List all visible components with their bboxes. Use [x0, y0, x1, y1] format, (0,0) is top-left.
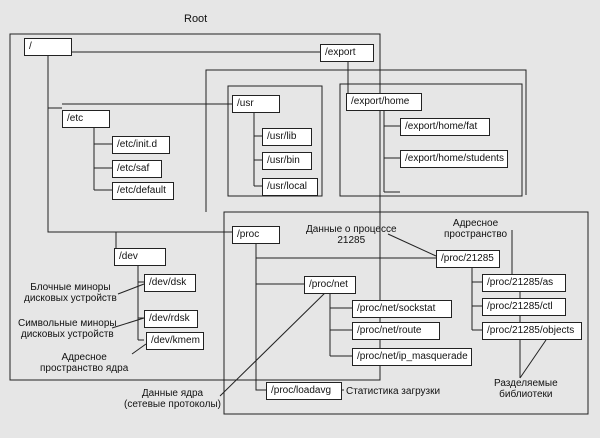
pointer-kernel-data — [219, 287, 331, 397]
pointer-kernel-as — [131, 343, 147, 355]
node-root: / — [24, 38, 72, 56]
annotation-shared-libs: Разделяемые библиотеки — [494, 378, 558, 400]
annotation-block-minors: Блочные миноры дисковых устройств — [24, 282, 117, 304]
node-proc-loadavg: /proc/loadavg — [266, 382, 342, 400]
annotation-kernel-data: Данные ядра (сетевые протоколы) — [124, 388, 221, 410]
node-export-home-fat: /export/home/fat — [400, 118, 490, 136]
usr-frame — [227, 85, 323, 197]
node-dev: /dev — [114, 248, 166, 266]
node-etc-default: /etc/default — [112, 182, 174, 200]
node-proc-pid-ctl: /proc/21285/ctl — [482, 298, 566, 316]
export-home-frame — [339, 83, 523, 197]
node-etc-init: /etc/init.d — [112, 136, 170, 154]
node-proc-net-sockstat: /proc/net/sockstat — [352, 300, 452, 318]
node-proc-net: /proc/net — [304, 276, 356, 294]
node-dev-rdsk: /dev/rdsk — [144, 310, 198, 328]
node-export-home-students: /export/home/students — [400, 150, 508, 168]
node-usr: /usr — [232, 95, 280, 113]
node-proc-net-ipmasq: /proc/net/ip_masquerade — [352, 348, 472, 366]
node-dev-dsk: /dev/dsk — [144, 274, 196, 292]
root-trunk — [47, 52, 232, 233]
node-usr-lib: /usr/lib — [262, 128, 312, 146]
annotation-load-stats: Статистика загрузки — [346, 386, 441, 397]
node-proc-pid-objects: /proc/21285/objects — [482, 322, 582, 340]
node-dev-kmem: /dev/kmem — [146, 332, 204, 350]
node-proc-pid: /proc/21285 — [436, 250, 500, 268]
node-etc: /etc — [62, 110, 110, 128]
node-proc: /proc — [232, 226, 280, 244]
diagram-title: Root — [184, 13, 208, 25]
node-etc-saf: /etc/saf — [112, 160, 162, 178]
export-frame — [205, 69, 527, 212]
proc-frame — [223, 211, 589, 415]
pointer-process-data — [387, 233, 437, 257]
pointer-char-minors — [111, 317, 145, 329]
node-proc-pid-as: /proc/21285/as — [482, 274, 566, 292]
node-export: /export — [320, 44, 374, 62]
annotation-process-data: Данные о процессе 21285 — [306, 224, 397, 246]
annotation-kernel-address-space: Адресное пространство ядра — [40, 352, 129, 374]
annotation-char-minors: Символьные миноры дисковых устройств — [18, 318, 117, 340]
pointer-block-minors — [117, 283, 145, 295]
root-frame — [9, 33, 381, 381]
node-proc-net-route: /proc/net/route — [352, 322, 440, 340]
annotation-address-space: Адресное пространство — [444, 218, 508, 240]
node-usr-local: /usr/local — [262, 178, 318, 196]
node-export-home: /export/home — [346, 93, 422, 111]
node-usr-bin: /usr/bin — [262, 152, 312, 170]
